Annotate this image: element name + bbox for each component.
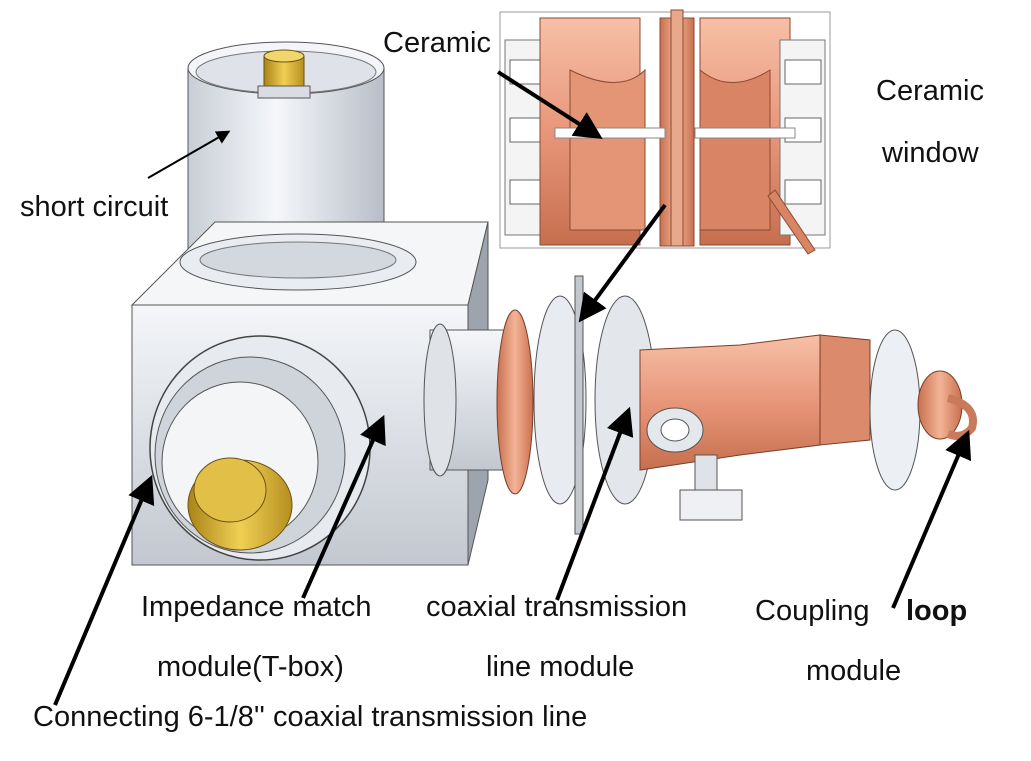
- label-connecting: Connecting 6-1/8'' coaxial transmission …: [33, 701, 588, 733]
- arrow-coaxial: [555, 406, 634, 601]
- copper-body: [639, 329, 977, 521]
- label-coupling-loop: loop: [906, 595, 968, 627]
- arrow-ceramic: [496, 70, 603, 140]
- label-impedance-line1: Impedance match: [141, 591, 372, 623]
- label-short-circuit: short circuit: [20, 191, 169, 223]
- label-coupling-line2: module: [806, 655, 902, 687]
- label-coaxial-line1: coaxial transmission: [426, 591, 688, 623]
- arrow-short-circuit: [147, 130, 231, 179]
- ceramic-window-inset: [499, 9, 831, 255]
- label-ceramic: Ceramic: [383, 27, 491, 59]
- label-ceramic-window-line1: Ceramic: [876, 75, 984, 107]
- arrow-connecting: [53, 474, 155, 706]
- label-coaxial-line2: line module: [486, 651, 635, 683]
- arrow-ceramic-window: [578, 203, 667, 323]
- label-ceramic-window-line2: window: [882, 137, 979, 169]
- label-impedance-line2: module(T-box): [157, 651, 344, 683]
- arrow-impedance: [301, 414, 386, 599]
- front-opening: [149, 335, 371, 561]
- arrow-coupling: [891, 429, 972, 609]
- leader-arrows: [53, 70, 972, 706]
- label-coupling: Coupling: [755, 595, 870, 627]
